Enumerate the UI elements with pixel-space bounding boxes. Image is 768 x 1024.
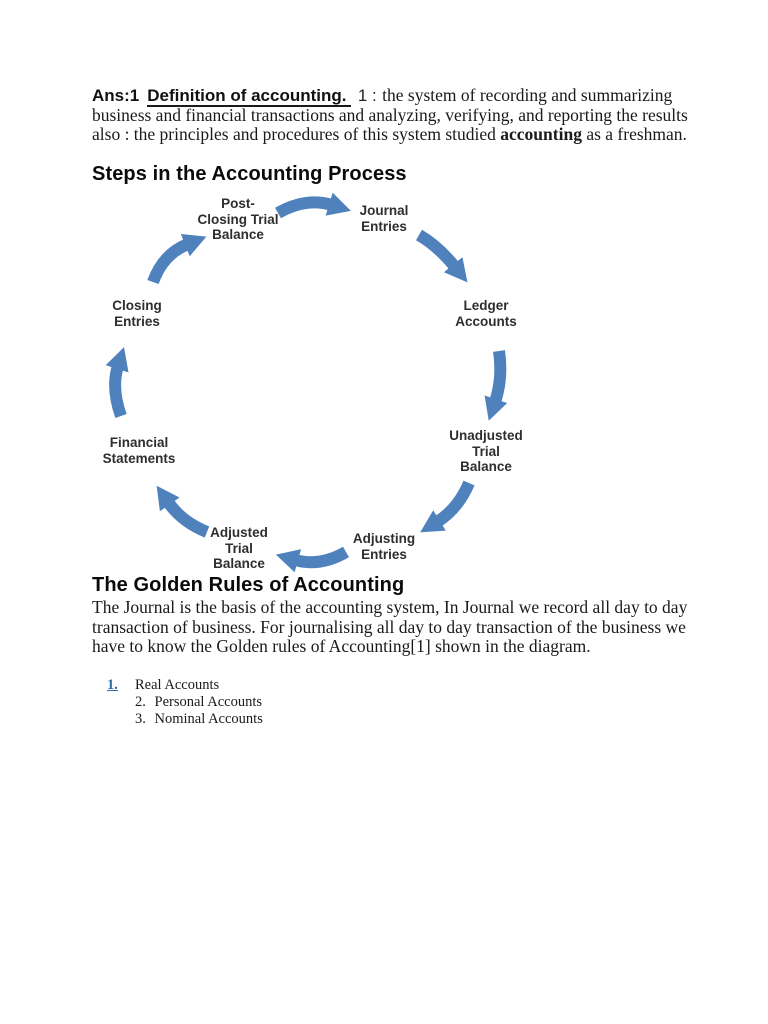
list-item: 1. Real Accounts [107, 677, 263, 694]
golden-rules-heading: The Golden Rules of Accounting [92, 574, 405, 596]
arrow-adjusting-to-adjusted-icon [275, 546, 349, 573]
arrow-closing-to-postclosing-icon [147, 233, 207, 285]
node-financial-statements: Financial Statements [102, 435, 176, 466]
cycle-arrows [105, 192, 508, 573]
arrow-journal-to-ledger-icon [415, 229, 468, 283]
rule-2-marker: 2. [135, 694, 146, 710]
rule-3-label: Nominal Accounts [154, 711, 263, 727]
arrow-unadjusted-to-adjusting-icon [420, 480, 475, 533]
accounting-cycle-diagram: Post- Closing Trial Balance Journal Entr… [90, 190, 550, 580]
arrow-postclosing-to-journal-icon [275, 192, 351, 219]
node-ledger-accounts: Ledger Accounts [455, 298, 517, 329]
list-item: 3. Nominal Accounts [135, 711, 263, 728]
bold-keyword: accounting [500, 124, 582, 145]
rule-3-marker: 3. [135, 711, 146, 727]
arrow-financial-to-closing-icon [105, 347, 129, 419]
node-closing-entries: Closing Entries [112, 298, 162, 329]
list-item: 2. Personal Accounts [135, 694, 263, 711]
definition-body-text: the system of recording and summarizing … [92, 85, 688, 145]
rule-1-link[interactable]: 1. [107, 677, 118, 693]
rule-1-label: Real Accounts [135, 677, 220, 693]
definition-paragraph: Ans:1 Definition of accounting. 1 : the s… [92, 85, 716, 145]
node-adjusted-trial-balance: Adjusted Trial Balance [210, 525, 268, 571]
definition-term: Definition of accounting. [147, 86, 351, 107]
definition-tail-text: as a freshman. [586, 124, 687, 145]
node-adjusting-entries: Adjusting Entries [352, 531, 416, 562]
arrow-adjusted-to-financial-icon [156, 485, 210, 538]
node-journal-entries: Journal Entries [359, 203, 409, 234]
sense-number: 1 : [357, 86, 377, 105]
node-post-closing-trial-balance: Post- Closing Trial Balance [197, 196, 279, 242]
steps-heading: Steps in the Accounting Process [92, 163, 407, 185]
golden-rules-list: 1. Real Accounts 2. Personal Accounts 3.… [107, 677, 263, 728]
arrow-ledger-to-unadjusted-icon [484, 350, 508, 421]
answer-label: Ans:1 [92, 86, 140, 105]
golden-rules-paragraph: The Journal is the basis of the accounti… [92, 597, 688, 657]
node-unadjusted-trial-balance: Unadjusted Trial Balance [449, 428, 523, 474]
rule-2-label: Personal Accounts [154, 694, 263, 710]
